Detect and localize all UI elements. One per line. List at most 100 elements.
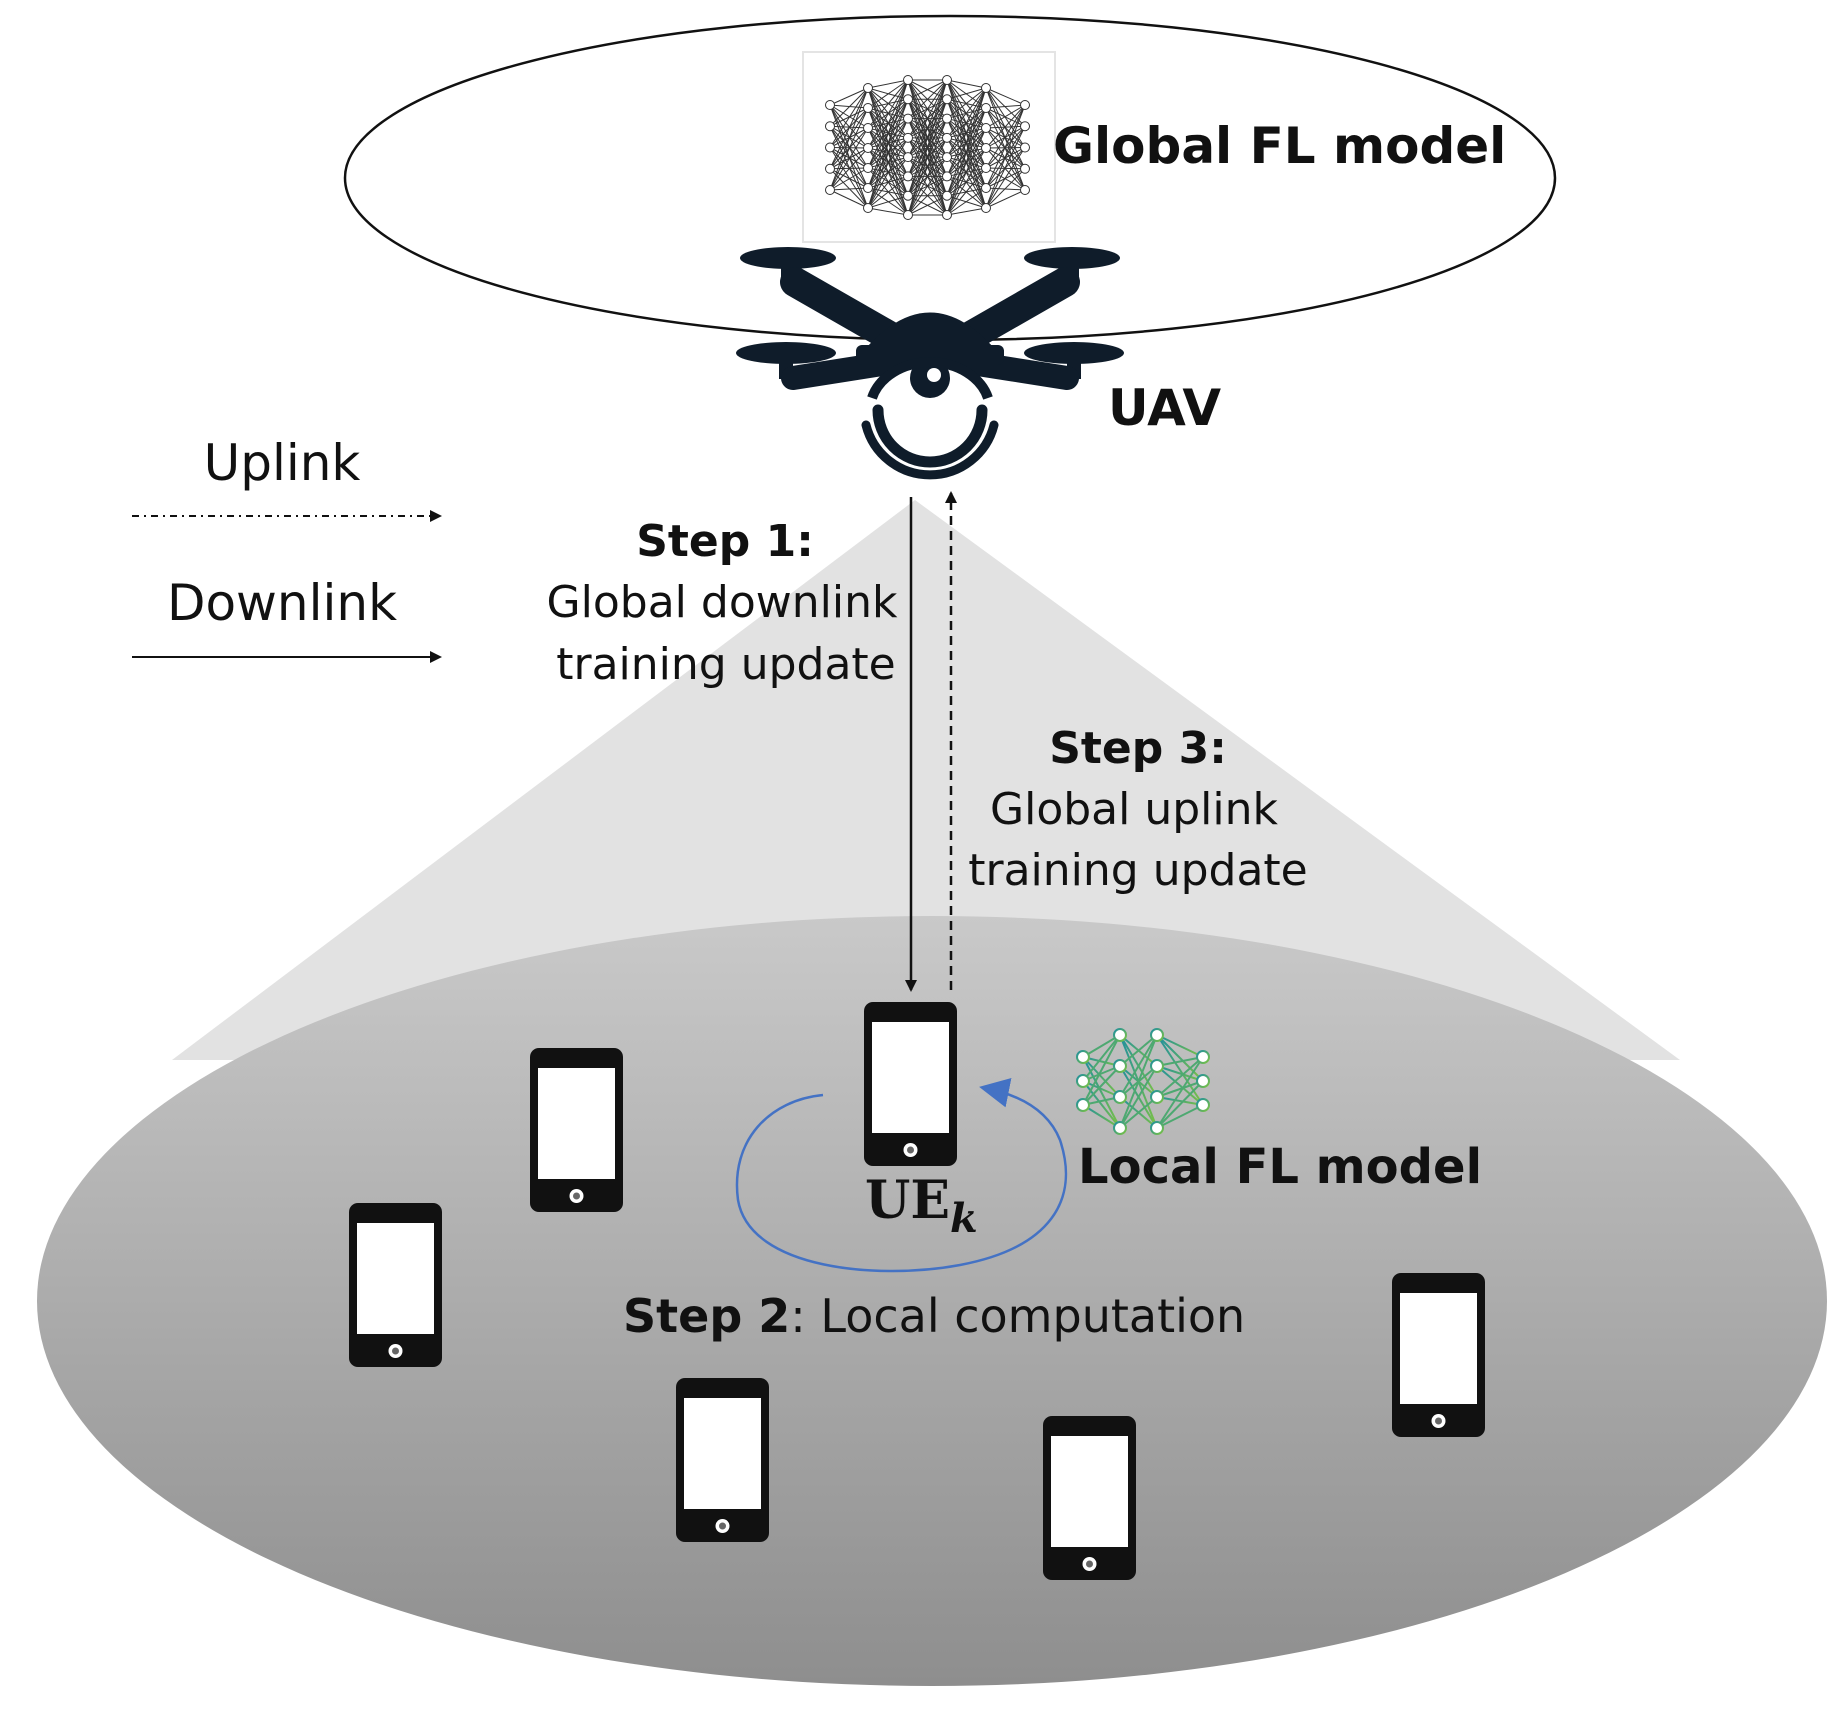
nn-connection [1156, 1104, 1204, 1129]
nn-connection [829, 147, 869, 209]
nn-connection [829, 87, 869, 169]
nn-node [981, 163, 991, 173]
nn-connection [946, 187, 987, 216]
nn-connection [1082, 1056, 1121, 1098]
step3-title: Step 3: [1049, 723, 1227, 774]
nn-connection [1156, 1080, 1204, 1129]
nn-connection [1082, 1034, 1121, 1106]
nn-connection [829, 107, 869, 191]
nn-node [863, 123, 873, 133]
uav-label: UAV [1108, 379, 1221, 437]
ue-k-label-base: UE [865, 1170, 950, 1231]
nn-node [1113, 1059, 1127, 1073]
nn-node [1076, 1074, 1090, 1088]
nn-node [1020, 100, 1030, 110]
nn-connection [867, 79, 909, 189]
nn-connection [985, 107, 1026, 170]
nn-connection [829, 104, 869, 129]
nn-connection [907, 79, 948, 216]
nn-connection [907, 156, 948, 216]
nn-connection [1156, 1080, 1204, 1098]
nn-connection [867, 99, 909, 209]
nn-connection [867, 79, 909, 209]
nn-connection [867, 195, 909, 209]
nn-connection [829, 104, 869, 149]
nn-node [825, 185, 835, 195]
nn-node [981, 203, 991, 213]
nn-connection [1119, 1034, 1158, 1067]
step3-line1: Global uplink [990, 784, 1278, 835]
nn-node [863, 163, 873, 173]
nn-connection [985, 126, 1026, 209]
nn-connection [985, 189, 1026, 209]
nn-node [942, 171, 952, 182]
ue-k-label-subscript: k [950, 1195, 978, 1242]
global-model-label: Global FL model [1053, 117, 1506, 175]
nn-connection [985, 87, 1026, 106]
nn-connection [946, 87, 987, 119]
nn-connection [907, 79, 948, 158]
nn-connection [946, 107, 987, 216]
nn-connection [907, 118, 948, 216]
nn-connection [867, 79, 909, 129]
nn-node [942, 132, 952, 143]
nn-node [981, 83, 991, 93]
nn-connection [829, 127, 869, 191]
nn-node [942, 113, 952, 124]
ground-coverage-area [37, 916, 1827, 1686]
nn-connection [946, 87, 987, 177]
nn-node [825, 121, 835, 132]
step2-label: Step 2: Local computation [623, 1289, 1245, 1343]
nn-node [903, 113, 913, 124]
nn-connection [1156, 1034, 1204, 1106]
step1-line1: Global downlink [547, 577, 898, 628]
nn-connection [829, 87, 869, 191]
nn-node [1196, 1098, 1210, 1112]
nn-connection [985, 168, 1026, 209]
local-computation-loop-arrow [735, 1078, 1068, 1273]
nn-connection [829, 104, 869, 169]
nn-connection [946, 87, 987, 196]
nn-node [981, 123, 991, 133]
local-model-label: Local FL model [1078, 1139, 1482, 1195]
nn-node [825, 142, 835, 153]
nn-connection [1082, 1104, 1121, 1129]
nn-connection [985, 127, 1026, 191]
nn-connection [1082, 1034, 1121, 1058]
ue-phone [1043, 1416, 1136, 1580]
nn-connection [1119, 1096, 1158, 1129]
drone-icon [736, 247, 1124, 480]
nn-node [942, 75, 952, 85]
nn-node [1150, 1090, 1164, 1104]
nn-node [1113, 1028, 1127, 1042]
nn-connection [1119, 1034, 1158, 1129]
nn-node [1020, 121, 1030, 132]
nn-connection [1082, 1034, 1121, 1082]
nn-connection [829, 87, 869, 106]
legend-uplink-label: Uplink [204, 434, 361, 492]
nn-node [825, 100, 835, 110]
nn-node [981, 143, 991, 153]
nn-connection [946, 87, 987, 100]
neural-network-icon [1076, 1028, 1210, 1135]
nn-node [863, 143, 873, 153]
nn-connection [1119, 1034, 1158, 1098]
uav-beam-coverage [172, 500, 1680, 1060]
nn-connection [1156, 1034, 1204, 1058]
nn-connection [985, 104, 1026, 109]
step2-text: : Local computation [790, 1289, 1245, 1343]
nn-connection [985, 147, 1026, 209]
nn-connection [985, 127, 1026, 148]
nn-node [1196, 1074, 1210, 1088]
nn-connection [946, 147, 987, 216]
nn-connection [985, 167, 1026, 191]
nn-connection [829, 187, 869, 191]
nn-node [1113, 1090, 1127, 1104]
nn-connection [1082, 1080, 1121, 1129]
nn-node [1076, 1098, 1090, 1112]
step1-line2: training update [556, 639, 895, 690]
nn-node [903, 132, 913, 143]
nn-connection [829, 189, 869, 209]
nn-connection [867, 176, 909, 209]
